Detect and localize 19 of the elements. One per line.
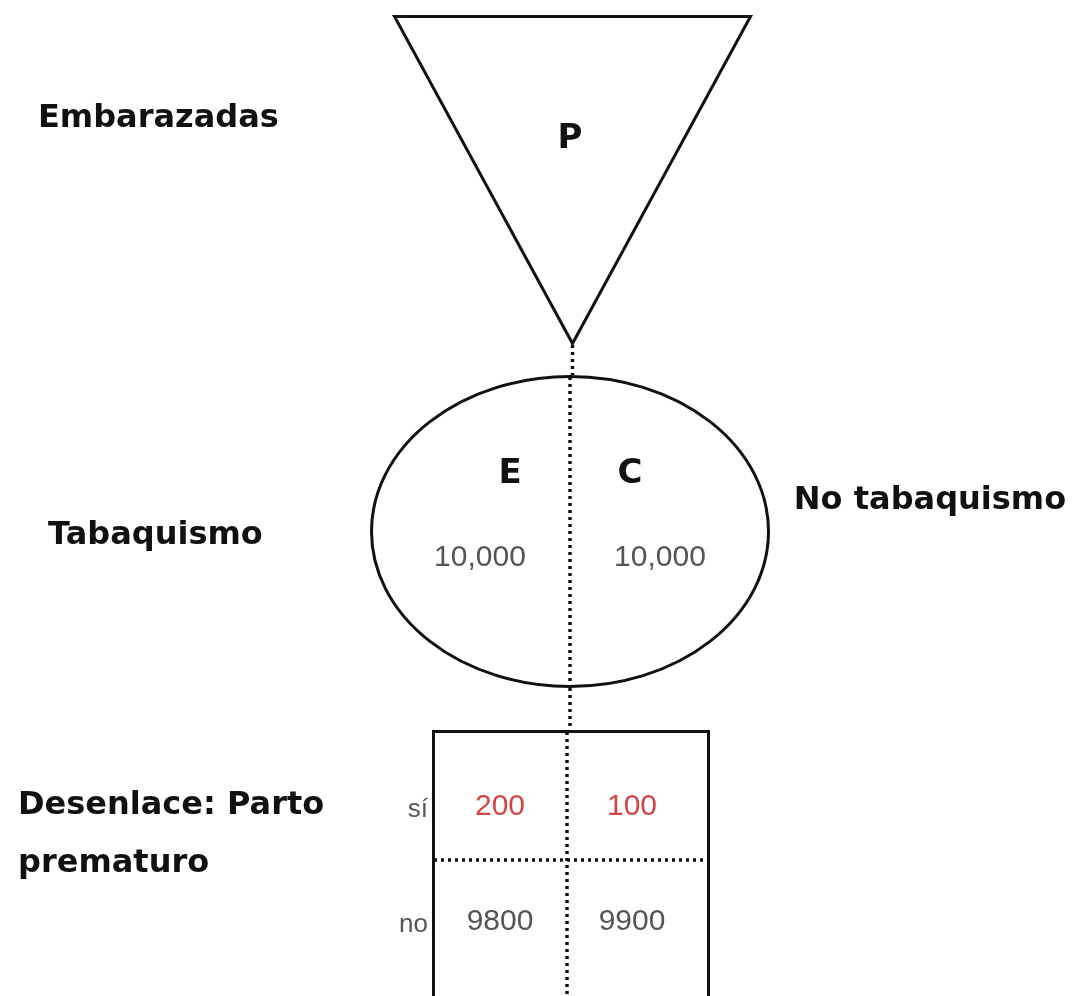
count-value: 100: [606, 787, 658, 823]
node-label: P: [557, 117, 583, 157]
triangle-shape: [393, 15, 752, 345]
side-label: No tabaquismo: [792, 478, 1068, 519]
side-label: Tabaquismo: [48, 513, 264, 554]
count-value: 10,000: [434, 538, 526, 574]
dotted-connector: [570, 345, 575, 375]
count-value: 9900: [598, 902, 666, 938]
ellipse-shape: [370, 375, 770, 688]
group-label: C: [617, 452, 643, 492]
outcome-table: [432, 730, 710, 996]
group-label: E: [498, 452, 522, 492]
side-label: Desenlace: Parto prematuro: [18, 783, 326, 882]
count-value: 10,000: [614, 538, 706, 574]
side-label: Embarazadas: [38, 96, 280, 137]
row-label: sí: [406, 792, 428, 825]
count-value: 200: [474, 787, 526, 823]
count-value: 9800: [466, 902, 534, 938]
row-label: no: [398, 907, 428, 940]
